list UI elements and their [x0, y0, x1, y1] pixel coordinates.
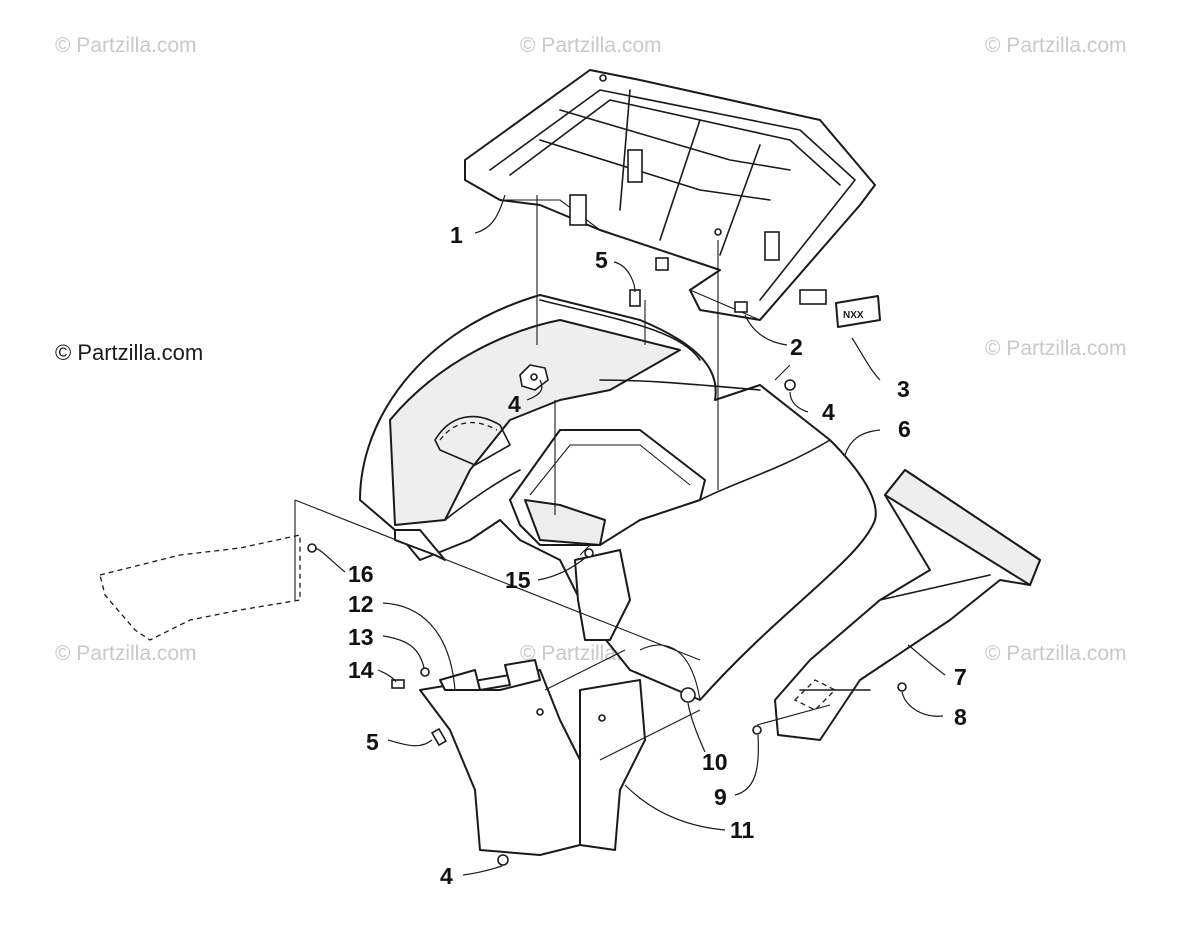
rack-bracket-right	[764, 231, 780, 261]
callout-15: 15	[505, 567, 531, 593]
guard-hole-right	[598, 714, 606, 722]
screw-9	[752, 725, 762, 735]
callout-1: 1	[450, 222, 463, 248]
nut-plate	[655, 257, 669, 271]
screw-15	[584, 548, 594, 558]
panel-fastener	[307, 543, 317, 553]
rivet-5a	[629, 289, 641, 307]
rear-fender	[359, 294, 877, 701]
watermark-top-center: © Partzilla.com	[520, 34, 662, 57]
decal-text: NXX	[843, 310, 864, 321]
lower-splash-guard	[419, 659, 646, 856]
callout-5b: 5	[366, 729, 379, 755]
clip-14	[391, 679, 405, 689]
callout-16: 16	[348, 561, 374, 587]
push-nut-4b	[784, 379, 796, 391]
rack-bracket-center	[627, 149, 643, 183]
watermark-top-right: © Partzilla.com	[985, 34, 1127, 57]
leader-lines	[314, 194, 946, 876]
callout-10: 10	[702, 749, 728, 775]
guard-hole	[536, 708, 544, 716]
watermark-bottom-left: © Partzilla.com	[55, 642, 197, 665]
push-nut-4c	[497, 854, 509, 866]
screw-8	[897, 682, 907, 692]
callout-9: 9	[714, 784, 727, 810]
watermark-bottom-right: © Partzilla.com	[985, 642, 1127, 665]
callout-6: 6	[898, 416, 911, 442]
watermark-top-left: © Partzilla.com	[55, 34, 197, 57]
inner-flap	[574, 549, 631, 641]
assembly-lines	[294, 195, 831, 761]
callout-12: 12	[348, 591, 374, 617]
callout-4a: 4	[508, 391, 521, 417]
rack-bracket-left	[569, 194, 587, 226]
callout-14: 14	[348, 657, 374, 683]
rack-hole-top	[599, 74, 607, 82]
callout-2: 2	[790, 334, 803, 360]
watermark-copyright: © Partzilla.com	[55, 340, 203, 365]
callout-5a: 5	[595, 247, 608, 273]
decal: NXX	[835, 295, 881, 328]
left-side-panel	[99, 500, 317, 641]
screw-13	[420, 667, 430, 677]
callout-11: 11	[730, 817, 755, 843]
rack-mount-rear	[799, 289, 827, 305]
callout-4b: 4	[822, 399, 835, 425]
right-fender-extension	[774, 469, 1041, 741]
watermark-mid-right: © Partzilla.com	[985, 337, 1127, 360]
callout-4c: 4	[440, 863, 453, 889]
callout-13: 13	[348, 624, 374, 650]
rivet-5b	[430, 727, 448, 747]
washer-10	[680, 687, 696, 703]
callout-3: 3	[897, 376, 910, 402]
callout-8: 8	[954, 704, 967, 730]
callouts: 1 2 3 4 4 4 5 5 6 7 8 9 10 11 12 13 14 1…	[348, 222, 967, 889]
bolt-2	[734, 301, 748, 313]
rack-hole	[714, 228, 722, 236]
callout-7: 7	[954, 664, 967, 690]
rear-rack	[464, 69, 876, 321]
